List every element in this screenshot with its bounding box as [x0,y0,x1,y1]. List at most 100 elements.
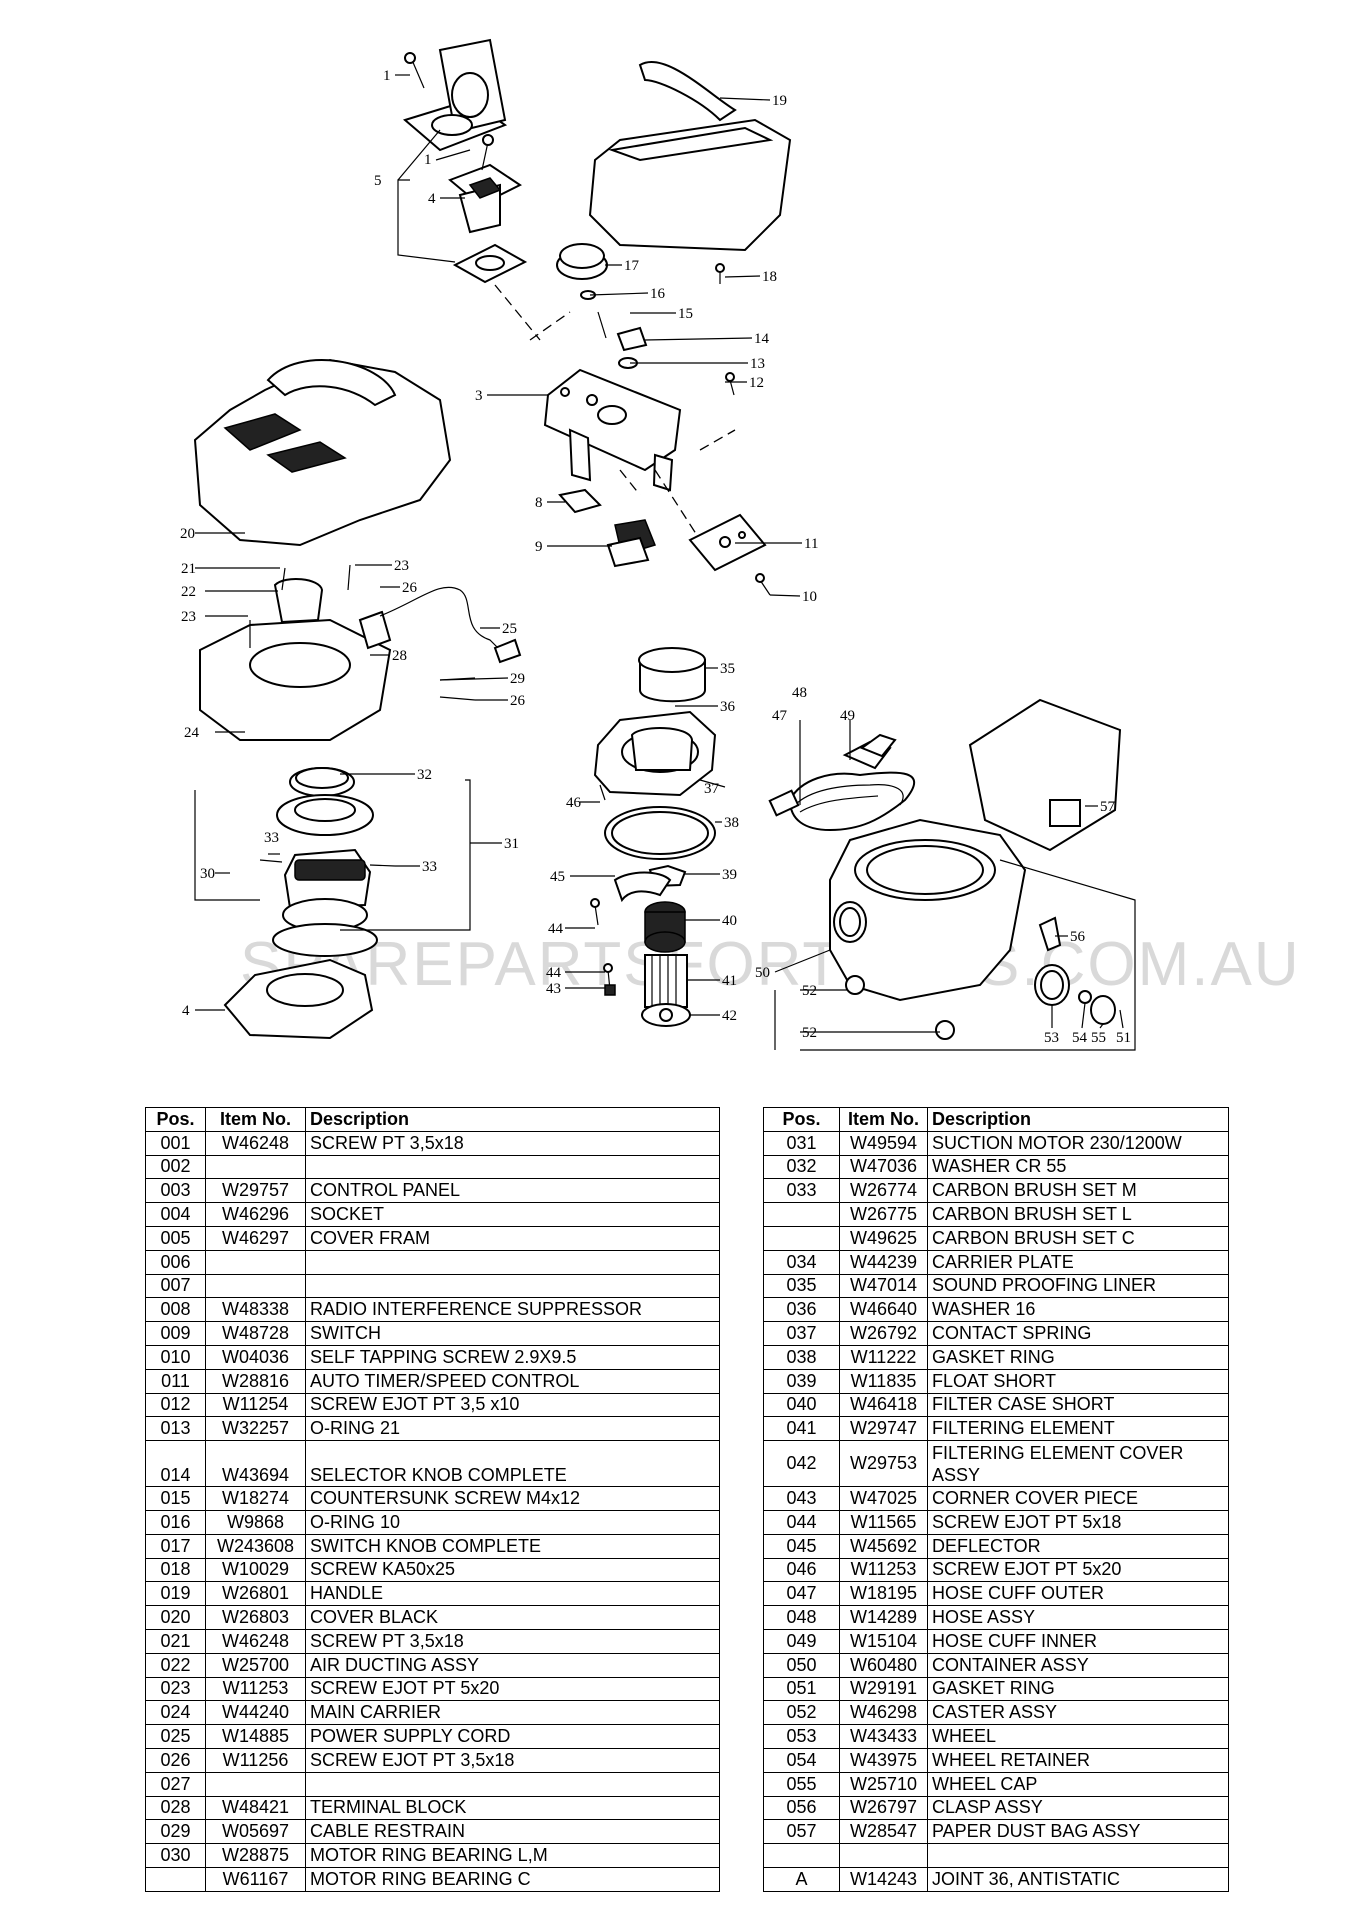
callout-label: 37 [704,781,720,797]
timer-board-part [688,513,771,596]
table-header-row: Pos. Item No. Description [763,1107,1229,1132]
cell-item-no: W11253 [205,1676,306,1702]
callout-label: 11 [804,536,818,552]
cell-description: SCREW KA50x25 [305,1557,720,1583]
cell-description: SCREW PT 3,5x18 [305,1130,720,1156]
cell-item-no: W46298 [839,1700,928,1726]
callout-label: 29 [510,671,525,687]
cell-pos: 052 [763,1700,840,1726]
column-header-description: Description [927,1107,1229,1132]
cell-description: GASKET RING [927,1344,1229,1370]
callout-label: 41 [722,973,737,989]
cell-description [305,1771,720,1797]
cell-item-no [839,1843,928,1868]
callout-label: 57 [1100,799,1116,815]
cell-description: MOTOR RING BEARING C [305,1866,720,1892]
callout-label: 39 [722,867,737,883]
cell-pos: 021 [145,1628,206,1654]
cell-description: FILTERING ELEMENT [927,1416,1229,1442]
cell-description: WHEEL CAP [927,1771,1229,1797]
cell-pos [763,1843,840,1868]
cell-item-no: W47014 [839,1273,928,1299]
cell-item-no: W18274 [205,1486,306,1511]
callout-label: 20 [180,526,195,542]
cell-item-no: W46248 [205,1130,306,1156]
cell-item-no: W32257 [205,1416,306,1442]
cell-pos: 041 [763,1416,840,1442]
cell-pos: 019 [145,1581,206,1607]
cell-pos [763,1202,840,1227]
cell-pos: 020 [145,1605,206,1630]
callout-label: 28 [392,648,407,664]
cell-pos: 051 [763,1676,840,1702]
cell-item-no: W43433 [839,1724,928,1749]
cell-description: WHEEL RETAINER [927,1747,1229,1773]
cell-pos: 048 [763,1605,840,1630]
callout-label: 42 [722,1008,737,1024]
cell-item-no: W46248 [205,1628,306,1654]
screw-parts-top [404,52,494,171]
cell-item-no: W44239 [839,1249,928,1275]
cell-description: AUTO TIMER/SPEED CONTROL [305,1368,720,1394]
hose-part [768,733,916,832]
cell-pos: 029 [145,1819,206,1845]
cell-item-no: W46640 [839,1297,928,1323]
cell-item-no [205,1249,306,1275]
callout-label: 52 [802,983,817,999]
cell-item-no: W49625 [839,1225,928,1251]
column-header-pos: Pos. [763,1107,840,1132]
cell-description: DEFLECTOR [927,1533,1229,1559]
cell-description: AIR DUCTING ASSY [305,1652,720,1678]
callout-label: 4 [428,191,436,207]
callout-label: 53 [1044,1030,1059,1046]
cell-pos: 018 [145,1557,206,1583]
cell-pos: 001 [145,1130,206,1156]
column-header-item-no: Item No. [839,1107,928,1132]
callout-label: 8 [535,495,543,511]
cell-description: SCREW EJOT PT 3,5x18 [305,1747,720,1773]
callout-label: 24 [184,725,200,741]
cell-item-no: W10029 [205,1557,306,1583]
cell-item-no: W243608 [205,1533,306,1559]
callout-label: 10 [802,589,817,605]
callout-label: 3 [475,388,483,404]
cell-pos: 031 [763,1130,840,1156]
cell-description: SCREW EJOT PT 5x18 [927,1509,1229,1535]
callout-label: 35 [720,661,735,677]
cell-item-no: W46418 [839,1392,928,1418]
callout-label: 45 [550,869,565,885]
callout-label: 9 [535,539,543,555]
cell-pos: 044 [763,1509,840,1535]
cell-description: MAIN CARRIER [305,1700,720,1726]
cell-item-no: W43694 [205,1440,306,1488]
cell-pos: 003 [145,1178,206,1204]
cell-pos: 042 [763,1440,840,1488]
callout-label: 30 [200,866,215,882]
callout-label: 17 [624,258,640,274]
cell-description: WASHER 16 [927,1297,1229,1323]
cell-item-no: W48728 [205,1321,306,1346]
cell-item-no: W05697 [205,1819,306,1845]
callout-label: 44 [548,921,564,937]
cell-pos: 034 [763,1249,840,1275]
cell-item-no: W9868 [205,1509,306,1535]
cell-description: RADIO INTERFERENCE SUPPRESSOR [305,1297,720,1323]
cell-item-no: W11256 [205,1747,306,1773]
cell-description: O-RING 21 [305,1416,720,1442]
